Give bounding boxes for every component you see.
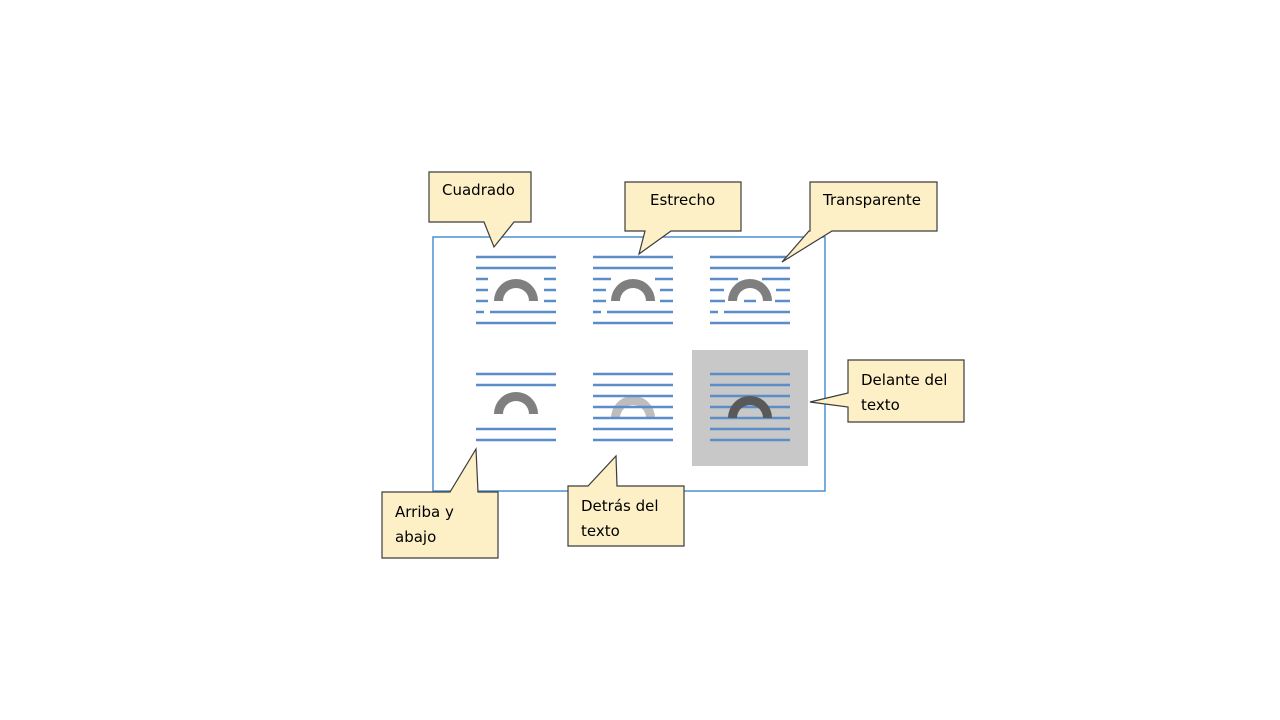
callout-arriba: Arriba y abajo <box>381 447 499 559</box>
callout-detras: Detrás del texto <box>567 454 685 547</box>
callout-delante-label-line1: Delante del <box>861 371 947 389</box>
callout-transparente-bubble <box>781 181 938 263</box>
callout-estrecho-bubble <box>624 181 742 256</box>
wrap-option-icons <box>476 255 808 466</box>
icon-behind-text-picture <box>611 396 655 418</box>
callout-transparente-label: Transparente <box>822 191 921 209</box>
callout-delante-bubble <box>809 359 965 423</box>
callout-estrecho: Estrecho <box>624 181 742 256</box>
icon-tight-picture <box>611 279 655 301</box>
icon-square-picture <box>494 279 538 301</box>
callout-detras-label-line1: Detrás del <box>581 497 659 515</box>
callout-detras-label-line2: texto <box>581 522 620 540</box>
callout-delante-label-line2: texto <box>861 396 900 414</box>
icon-top-bottom-picture <box>494 392 538 414</box>
icon-through-picture <box>728 279 772 301</box>
callout-arriba-label-line1: Arriba y <box>395 503 454 521</box>
callout-detras-bubble <box>567 454 685 547</box>
callout-cuadrado-bubble <box>428 171 532 249</box>
callout-arriba-label-line2: abajo <box>395 528 436 546</box>
callout-cuadrado-label: Cuadrado <box>442 181 515 199</box>
callout-transparente: Transparente <box>781 181 938 263</box>
callout-arriba-bubble <box>381 447 499 559</box>
callout-cuadrado: Cuadrado <box>428 171 532 249</box>
callout-estrecho-label: Estrecho <box>650 191 715 209</box>
icon-in-front-of-text-picture <box>728 396 772 418</box>
callout-delante: Delante del texto <box>809 359 965 423</box>
